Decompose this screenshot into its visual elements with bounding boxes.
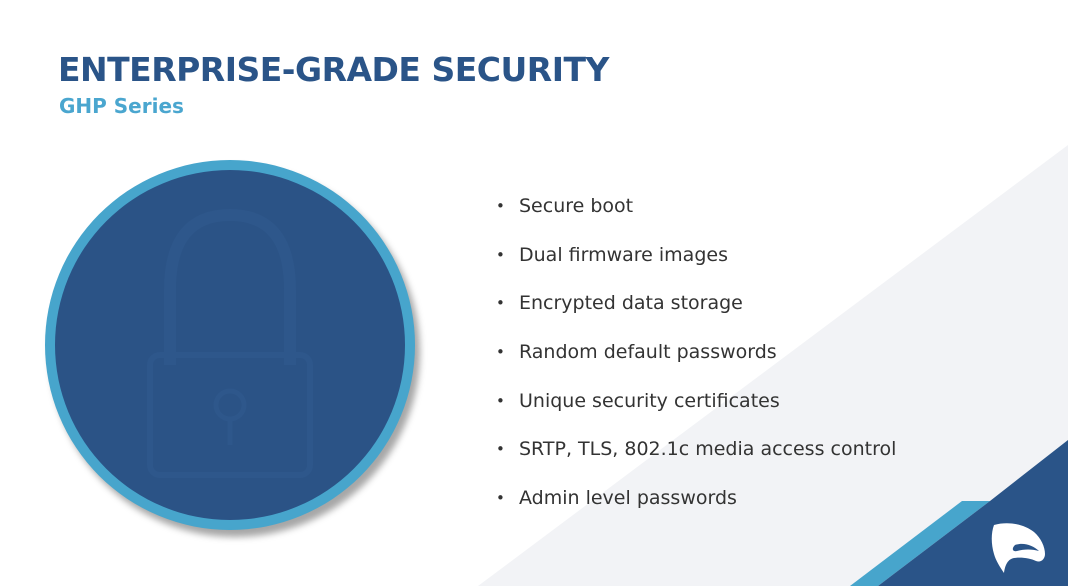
list-item-text: SRTP, TLS, 802.1c media access control	[519, 438, 897, 461]
list-item: • Unique security certificates	[496, 386, 896, 435]
list-item-text: Unique security certificates	[519, 389, 780, 412]
grandstream-logo-icon	[991, 523, 1045, 573]
list-item: • SRTP, TLS, 802.1c media access control	[496, 434, 896, 483]
corner-accent-light	[850, 501, 990, 586]
list-item-text: Admin level passwords	[519, 487, 737, 510]
list-item-text: Random default passwords	[519, 341, 777, 364]
slide-subtitle: GHP Series	[59, 94, 184, 118]
bullet-icon: •	[496, 245, 505, 264]
list-item: • Dual firmware images	[496, 240, 896, 289]
list-item-text: Dual firmware images	[519, 243, 728, 266]
list-item-text: Secure boot	[519, 195, 634, 217]
bullet-icon: •	[496, 489, 505, 508]
bullet-icon: •	[496, 343, 505, 362]
bullet-icon: •	[496, 197, 505, 215]
list-item: • Admin level passwords	[496, 483, 896, 532]
security-circle-fill	[55, 170, 405, 520]
list-item-text: Encrypted data storage	[519, 292, 743, 315]
bullet-icon: •	[496, 294, 505, 313]
list-item: • Random default passwords	[496, 337, 896, 386]
slide-title: ENTERPRISE-GRADE SECURITY	[58, 50, 609, 89]
feature-list: • Secure boot • Dual firmware images • Encr…	[496, 191, 896, 532]
bullet-icon: •	[496, 391, 505, 410]
list-item: • Secure boot	[496, 191, 896, 240]
list-item: • Encrypted data storage	[496, 288, 896, 337]
security-circle	[45, 160, 415, 530]
bullet-icon: •	[496, 440, 505, 459]
background-diagonal-band	[478, 145, 1068, 586]
padlock-icon	[147, 208, 313, 478]
